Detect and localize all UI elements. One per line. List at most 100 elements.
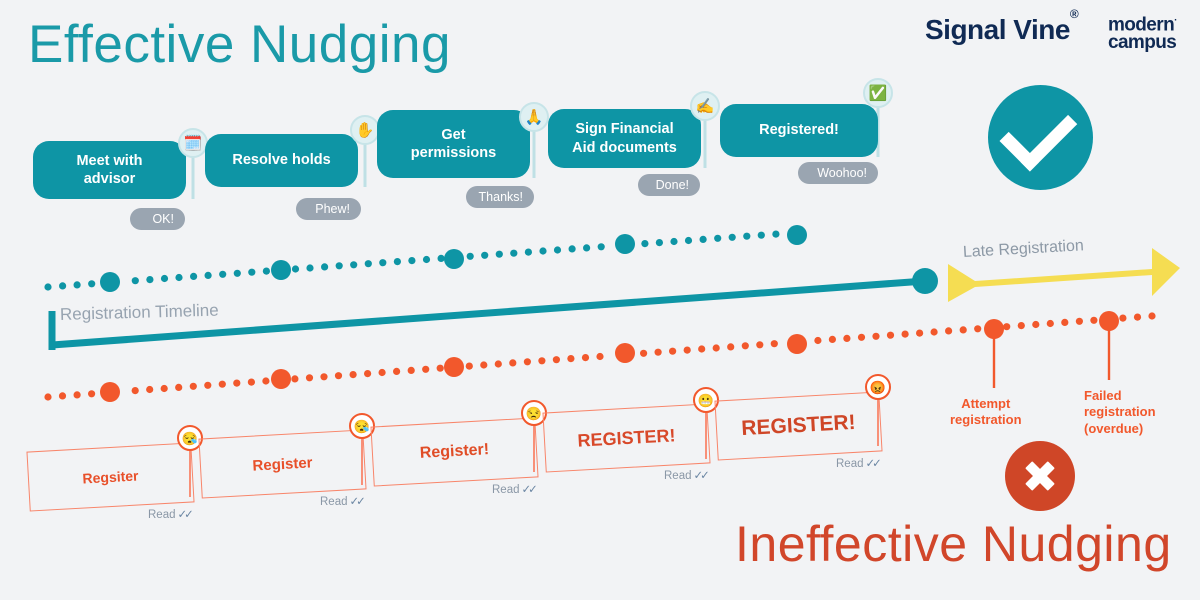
effective-step-card-3[interactable]: Get permissions: [377, 110, 530, 178]
teal-dot: [131, 277, 139, 285]
read-receipt: Read✓✓: [320, 494, 366, 508]
teal-milestone-dot: [444, 249, 464, 269]
double-check-icon: ✓✓: [865, 458, 882, 470]
teal-milestone-dot: [271, 260, 291, 280]
ineffective-message-box-5[interactable]: REGISTER!: [714, 391, 883, 461]
orange-dot: [291, 375, 299, 383]
unamused-face-emoji: 😒: [521, 400, 547, 426]
raised-hand-emoji: ✋: [350, 115, 380, 145]
orange-dot: [974, 325, 982, 333]
sleepy-face-emoji: 😪: [177, 425, 203, 451]
ineffective-message-box-1[interactable]: Regsiter: [26, 442, 195, 512]
orange-dot: [407, 366, 415, 374]
teal-dotted-track: [44, 225, 807, 292]
teal-dot: [684, 236, 693, 245]
effective-step-reply-pill: Thanks!: [466, 186, 534, 208]
orange-dot: [1090, 316, 1098, 324]
orange-milestone-dot: [615, 343, 635, 363]
orange-dot: [320, 373, 328, 381]
orange-dot: [422, 365, 430, 373]
writing-hand-emoji: ✍️: [690, 91, 720, 121]
orange-dot: [494, 360, 502, 368]
registration-timeline-label: Registration Timeline: [59, 300, 219, 324]
effective-step-card-1[interactable]: Meet with advisor: [33, 141, 186, 199]
orange-dot: [538, 357, 546, 365]
modern-campus-logo: modern· campus: [1108, 15, 1177, 52]
teal-milestone-dot: [615, 234, 635, 254]
teal-dot: [539, 247, 547, 255]
teal-dot: [379, 259, 387, 267]
effective-step-label: Get permissions: [410, 126, 497, 161]
ineffective-message-box-2[interactable]: Register: [198, 429, 367, 499]
ineffective-message-box-3[interactable]: Register!: [370, 417, 539, 487]
teal-dot: [437, 254, 445, 262]
orange-dot: [654, 348, 662, 356]
orange-dot: [640, 349, 648, 357]
orange-dot: [727, 343, 735, 351]
teal-milestone-dot: [787, 225, 807, 245]
effective-step-label: Resolve holds: [232, 152, 331, 169]
orange-dot: [1119, 314, 1127, 322]
orange-dot: [247, 378, 255, 386]
effective-step-card-4[interactable]: Sign Financial Aid documents: [548, 109, 701, 168]
orange-dotted-track: [44, 311, 1156, 402]
orange-dot: [523, 358, 532, 366]
effective-step-card-5[interactable]: Registered!: [720, 104, 878, 157]
sleepy-face-emoji: 😪: [349, 413, 375, 439]
orange-dot: [596, 352, 604, 361]
orange-milestone-dot: [1099, 311, 1119, 331]
teal-dot: [233, 269, 241, 277]
orange-dot: [88, 390, 96, 398]
teal-dot: [510, 249, 518, 257]
teal-dot: [248, 268, 256, 276]
orange-dot: [843, 334, 851, 342]
orange-dot: [1133, 313, 1142, 321]
teal-milestone-dot: [100, 272, 120, 292]
teal-dot: [364, 260, 372, 268]
effective-step-reply-pill: Woohoo!: [798, 162, 878, 184]
read-receipt-text: Read: [664, 470, 692, 482]
orange-dot: [175, 383, 183, 391]
orange-dot: [160, 384, 168, 393]
ineffective-message-label: REGISTER!: [740, 410, 857, 441]
calendar-emoji: 🗓️: [178, 128, 208, 158]
orange-dot: [669, 347, 677, 355]
ineffective-message-label: Register!: [419, 441, 490, 462]
check-glyph: [999, 93, 1078, 172]
double-check-icon: ✓✓: [349, 496, 366, 508]
orange-dot: [131, 387, 139, 395]
orange-dot: [58, 392, 67, 400]
late-registration-label: Late Registration: [962, 237, 1085, 261]
effective-step-label: Registered!: [759, 122, 839, 139]
orange-milestone-dot: [787, 334, 807, 354]
teal-dot: [699, 235, 707, 243]
orange-dot: [334, 372, 343, 380]
orange-dot: [581, 354, 590, 362]
signal-vine-logo: Signal Vine®: [925, 7, 1079, 46]
ineffective-message-box-4[interactable]: REGISTER!: [542, 403, 711, 473]
orange-milestone-dot: [444, 357, 464, 377]
orange-dot: [770, 340, 778, 348]
orange-dot: [73, 391, 81, 399]
orange-dot: [1003, 323, 1011, 331]
read-receipt: Read✓✓: [148, 507, 194, 521]
orange-dot: [349, 371, 357, 379]
orange-dot: [1061, 318, 1069, 326]
orange-milestone-dot: [984, 319, 1004, 339]
effective-step-card-2[interactable]: Resolve holds: [205, 134, 358, 187]
modern-campus-line-1: modern·: [1108, 15, 1177, 34]
teal-dot: [321, 263, 329, 271]
x-glyph: [1024, 460, 1056, 492]
effective-step-reply-pill: Done!: [638, 174, 700, 196]
teal-dot: [88, 280, 96, 288]
orange-dot: [683, 346, 691, 354]
orange-dot: [436, 364, 444, 372]
teal-dot: [350, 261, 358, 269]
orange-dot: [712, 344, 720, 352]
modern-campus-dot: ·: [1174, 15, 1177, 26]
teal-dot: [262, 267, 270, 275]
teal-dot: [59, 282, 67, 290]
teal-dot: [568, 245, 576, 253]
orange-dot: [828, 335, 837, 343]
teal-dot: [553, 246, 562, 254]
